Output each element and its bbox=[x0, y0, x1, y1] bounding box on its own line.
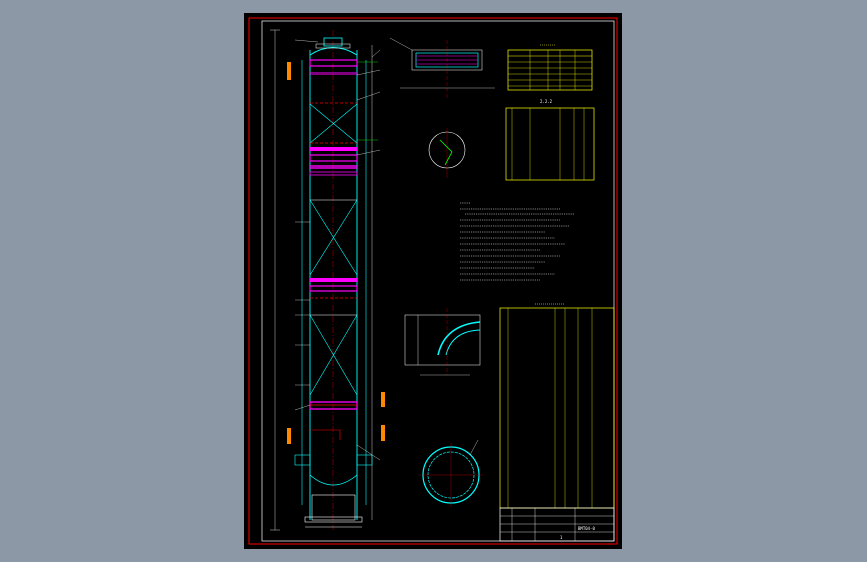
support-grid bbox=[309, 401, 358, 410]
bottom-nozzle-left bbox=[294, 454, 311, 466]
left-tag-bottom bbox=[287, 428, 291, 444]
bottom-head bbox=[309, 474, 358, 486]
title-block: BMT04-0 1 bbox=[499, 507, 615, 542]
leader-lines bbox=[294, 39, 381, 461]
section-pipe bbox=[439, 139, 453, 166]
distributor-mid-3 bbox=[310, 165, 357, 169]
design-data-table bbox=[507, 44, 593, 91]
column-elevation bbox=[270, 29, 385, 531]
sheet-outer-border bbox=[248, 17, 618, 545]
distributor-low-1 bbox=[310, 278, 357, 282]
section-detail bbox=[428, 128, 466, 178]
elbow-frame bbox=[404, 314, 481, 366]
top-nozzle bbox=[323, 37, 343, 47]
drawing-number: BMT04-0 bbox=[578, 526, 595, 531]
packing-bed-1 bbox=[309, 103, 358, 144]
skirt bbox=[311, 494, 356, 521]
elbow-detail bbox=[404, 308, 481, 376]
ring-leader bbox=[469, 439, 479, 456]
distributor-mid-1 bbox=[310, 147, 357, 151]
packing-detail bbox=[389, 37, 495, 98]
distributor-mid-2 bbox=[309, 154, 358, 162]
distributor-mid-4 bbox=[309, 171, 358, 176]
nozzle-table-title: 2.2.2 bbox=[540, 99, 553, 104]
elbow-pipe bbox=[437, 321, 481, 356]
distributor-low-2 bbox=[309, 285, 358, 292]
bottom-nozzle-right bbox=[356, 454, 373, 466]
elbow-pipe-inner bbox=[445, 329, 481, 356]
tray-top bbox=[309, 59, 358, 67]
sheet-inner-border bbox=[261, 20, 615, 542]
right-tag-bottom bbox=[381, 425, 385, 441]
packing-bed-2 bbox=[309, 199, 358, 276]
top-head bbox=[309, 47, 358, 56]
tray-top-2 bbox=[310, 72, 357, 75]
packing-bed-3 bbox=[309, 314, 358, 396]
bottom-inlet bbox=[310, 429, 341, 440]
drawing-sheet bbox=[244, 13, 622, 549]
sheet-number: 1 bbox=[560, 535, 563, 540]
packing-detail-leader bbox=[389, 37, 413, 51]
nozzle-table: 2.2.2 bbox=[505, 99, 595, 181]
ring-detail bbox=[419, 439, 483, 507]
right-tag-top bbox=[381, 392, 385, 407]
top-flange bbox=[315, 43, 351, 49]
skirt-base bbox=[304, 516, 363, 523]
technical-notes bbox=[460, 202, 575, 281]
leader-lines-green bbox=[357, 61, 378, 141]
left-tag-top bbox=[287, 62, 291, 80]
